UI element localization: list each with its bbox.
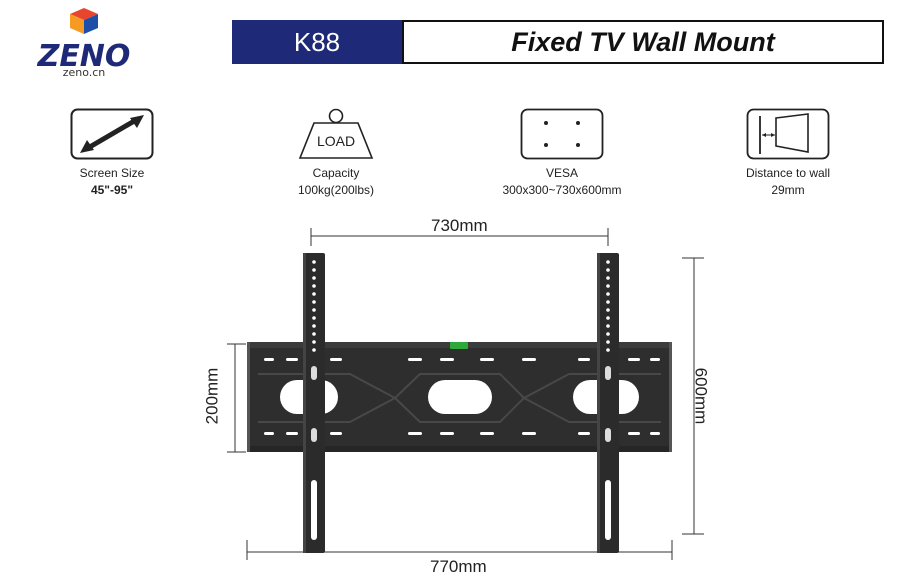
arm-hole (312, 276, 316, 280)
spec-label: Capacity (312, 166, 360, 180)
plate-cutout (428, 380, 492, 414)
arm-hole (312, 268, 316, 272)
product-title: Fixed TV Wall Mount (402, 20, 884, 64)
spec-value: 29mm (771, 183, 805, 197)
diagonal-arrow-icon (70, 108, 154, 160)
arm-hole (312, 284, 316, 288)
logo-wordmark: ZENO (37, 39, 131, 74)
arm-hole (312, 332, 316, 336)
arm-hole (606, 276, 610, 280)
arm-hole (606, 324, 610, 328)
arm-hole (606, 292, 610, 296)
arm-hole (606, 332, 610, 336)
dimension-left-height: 200mm (202, 367, 222, 425)
arm-hole (312, 292, 316, 296)
arm-hole (606, 300, 610, 304)
spec-value: 45"-95" (90, 183, 134, 197)
arm-hole (606, 316, 610, 320)
arm-hole (312, 316, 316, 320)
tv-arm-left (303, 253, 325, 553)
spec-label: Screen Size (79, 166, 145, 180)
spec-value: 300x300~730x600mm (502, 183, 622, 197)
arm-hole (606, 340, 610, 344)
model-badge: K88 (232, 20, 402, 64)
dimension-bottom-width: 770mm (430, 557, 487, 576)
spec-value: 100kg(200lbs) (297, 183, 375, 197)
dimension-top-width: 730mm (431, 216, 488, 235)
arm-hole (312, 348, 316, 352)
wall-distance-icon (746, 108, 830, 160)
arm-hole (312, 324, 316, 328)
spec-screen-size: Screen Size 45"-95" (27, 108, 197, 197)
brand-domain: zeno.cn (62, 66, 106, 79)
spec-label: Distance to wall (745, 166, 831, 180)
dimension-right-height: 600mm (691, 367, 711, 425)
arm-hole (606, 348, 610, 352)
vesa-holes-icon (520, 108, 604, 160)
arm-hole (312, 308, 316, 312)
plate-slots (264, 358, 660, 435)
arm-hole (606, 268, 610, 272)
spec-distance: Distance to wall 29mm (703, 108, 873, 197)
arm-hole (606, 284, 610, 288)
weight-icon: LOAD (298, 108, 374, 159)
arm-hole (606, 308, 610, 312)
arm-hole (312, 340, 316, 344)
arm-hole (312, 260, 316, 264)
arm-hole (312, 300, 316, 304)
zeno-logo: ZENO (37, 8, 131, 74)
spec-label: VESA (545, 166, 578, 180)
tv-arm-right (597, 253, 619, 553)
arm-hole (606, 260, 610, 264)
spec-vesa: VESA 300x300~730x600mm (477, 108, 647, 197)
bubble-level (450, 342, 468, 349)
weight-icon-text: LOAD (317, 133, 355, 149)
spec-capacity: LOAD Capacity 100kg(200lbs) (251, 108, 421, 197)
